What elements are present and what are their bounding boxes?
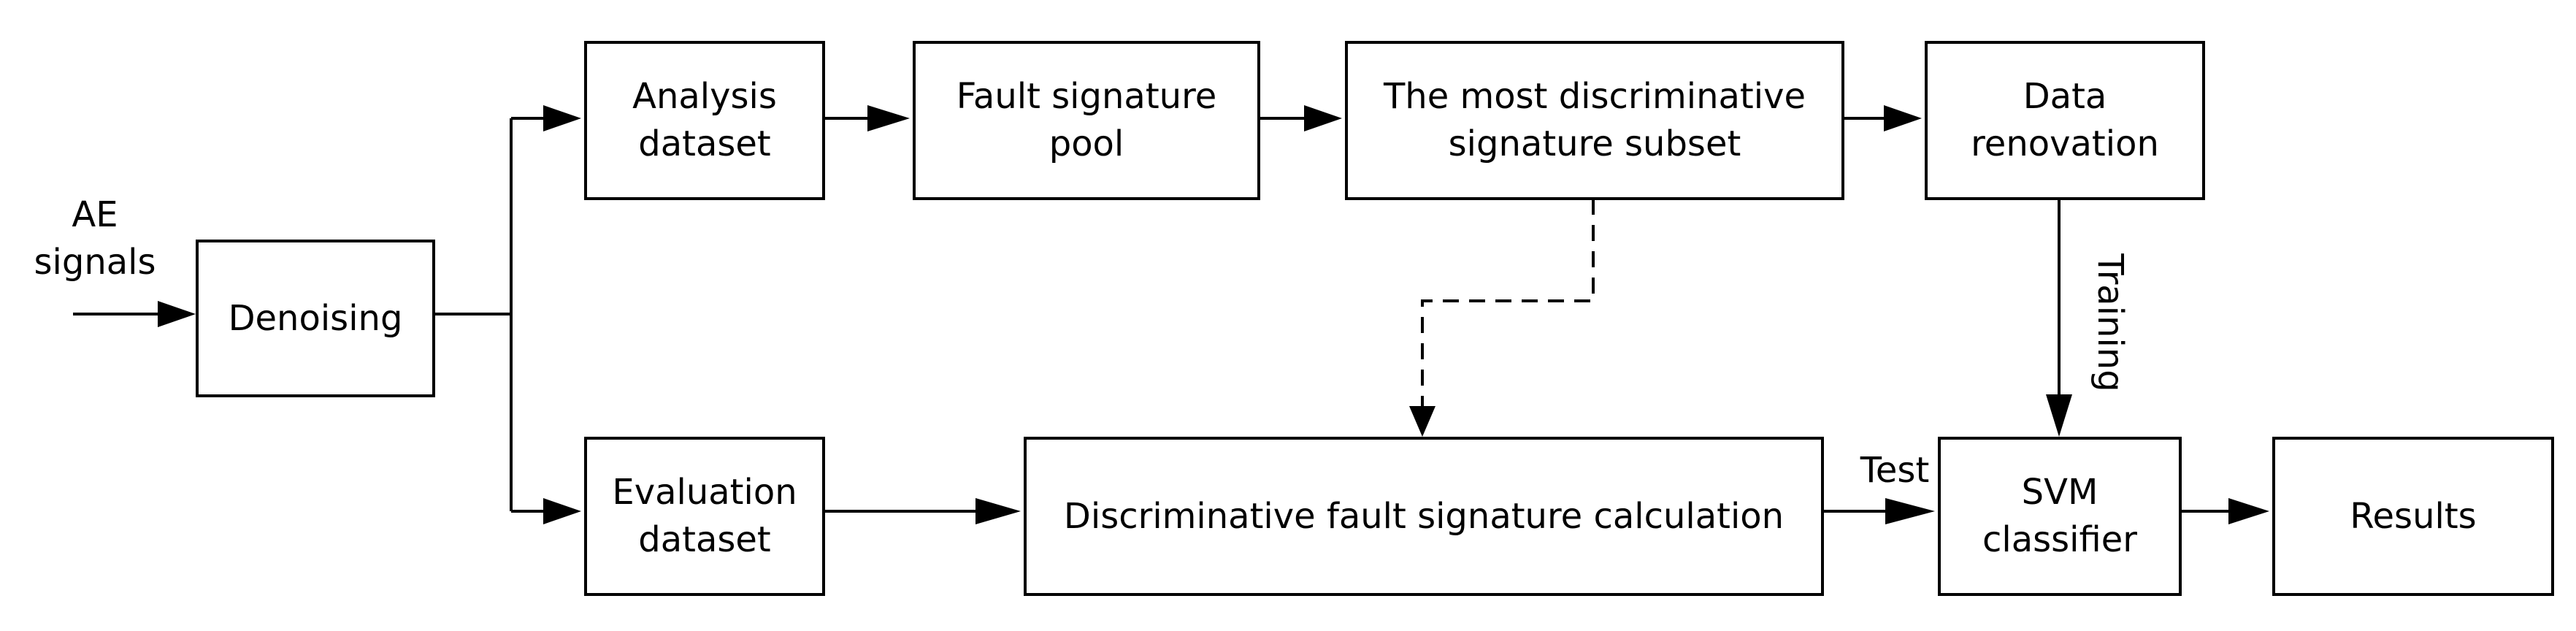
evaluation-label-line1: Evaluation [612,472,797,513]
arrowhead-results [2228,498,2269,524]
analysis-dataset-box: Analysis dataset [584,41,825,200]
arrowhead-dashed [1409,406,1435,437]
dashed-arrow-subset-to-calculation [1421,199,1595,409]
renovation-label-line2: renovation [1971,123,2159,164]
arrowhead-svm-training [2046,394,2072,437]
evaluation-dataset-box: Evaluation dataset [584,437,825,596]
arrowhead-analysis [543,105,581,131]
pool-label-line1: Fault signature [956,76,1217,118]
analysis-label-line2: dataset [638,123,771,164]
denoising-label: Denoising [228,297,403,339]
arrowhead-svm-test [1885,498,1935,524]
input-label-line1: AE [72,194,118,235]
pool-label-line2: pool [1049,123,1124,164]
arrowhead-renovation [1884,105,1922,131]
arrowhead-evaluation [543,498,581,524]
input-label: AE signals [29,191,161,286]
svm-label-line2: classifier [1982,519,2137,560]
data-renovation-box: Data renovation [1925,41,2205,200]
input-label-line2: signals [34,241,156,283]
calculation-label: Discriminative fault signature calculati… [1063,495,1785,537]
arrowhead-input [158,301,196,327]
subset-label-line1: The most discriminative [1383,76,1806,118]
svm-label-line1: SVM [2021,472,2098,513]
subset-label-line2: signature subset [1448,123,1741,164]
svm-classifier-box: SVM classifier [1938,437,2182,596]
analysis-label-line1: Analysis [632,76,777,118]
signature-calculation-box: Discriminative fault signature calculati… [1024,437,1824,596]
renovation-label-line1: Data [2023,76,2107,118]
arrowhead-subset [1304,105,1342,131]
training-edge-label: Training [2090,253,2131,392]
arrowhead-calculation [975,498,1021,524]
denoising-box: Denoising [196,240,435,397]
discriminative-subset-box: The most discriminative signature subset [1345,41,1844,200]
results-box: Results [2272,437,2554,596]
fault-signature-pool-box: Fault signature pool [913,41,1260,200]
arrowhead-pool [867,105,910,131]
test-edge-label: Test [1860,450,1930,491]
evaluation-label-line2: dataset [638,519,771,560]
results-label: Results [2350,495,2477,537]
